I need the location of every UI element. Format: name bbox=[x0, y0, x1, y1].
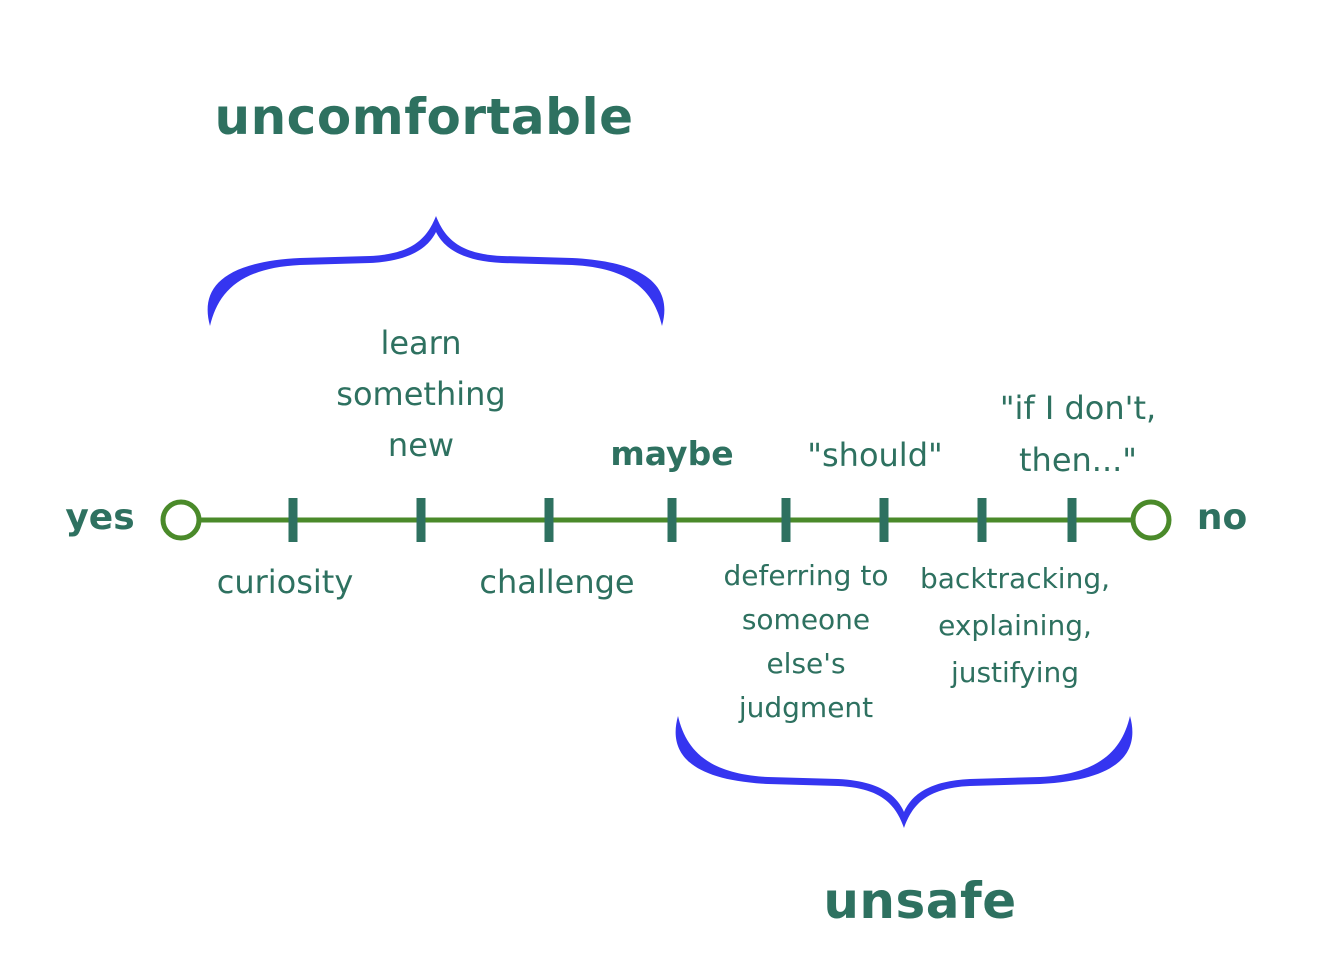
heading-uncomfortable: uncomfortable bbox=[214, 88, 634, 146]
label-line: explaining, bbox=[938, 609, 1092, 642]
label-yes: yes bbox=[65, 497, 135, 538]
label-should: "should" bbox=[807, 436, 943, 474]
label-learn-something-new: learn something new bbox=[310, 318, 532, 471]
label-line: deferring to bbox=[723, 559, 889, 592]
label-line: "if I don't, bbox=[999, 389, 1157, 427]
label-maybe: maybe bbox=[610, 434, 734, 473]
label-deferring: deferring to someone else's judgment bbox=[716, 554, 896, 730]
label-line: new bbox=[387, 426, 455, 464]
label-backtracking: backtracking, explaining, justifying bbox=[910, 555, 1120, 696]
label-line: justifying bbox=[950, 656, 1080, 689]
yes-end-circle bbox=[160, 499, 202, 541]
bottom-brace bbox=[675, 716, 1133, 828]
label-line: someone bbox=[741, 603, 871, 636]
label-no: no bbox=[1196, 497, 1248, 538]
label-line: then..." bbox=[1018, 441, 1138, 479]
label-curiosity: curiosity bbox=[216, 563, 354, 601]
no-end-circle bbox=[1130, 499, 1172, 541]
label-if-i-dont: "if I don't, then..." bbox=[980, 382, 1176, 486]
label-line: else's bbox=[766, 647, 846, 680]
label-line: backtracking, bbox=[920, 562, 1110, 595]
label-line: something bbox=[336, 375, 506, 413]
label-line: judgment bbox=[738, 691, 874, 724]
top-brace bbox=[207, 216, 665, 326]
heading-unsafe: unsafe bbox=[823, 872, 1017, 930]
label-challenge: challenge bbox=[479, 563, 635, 601]
label-line: learn bbox=[380, 324, 462, 362]
